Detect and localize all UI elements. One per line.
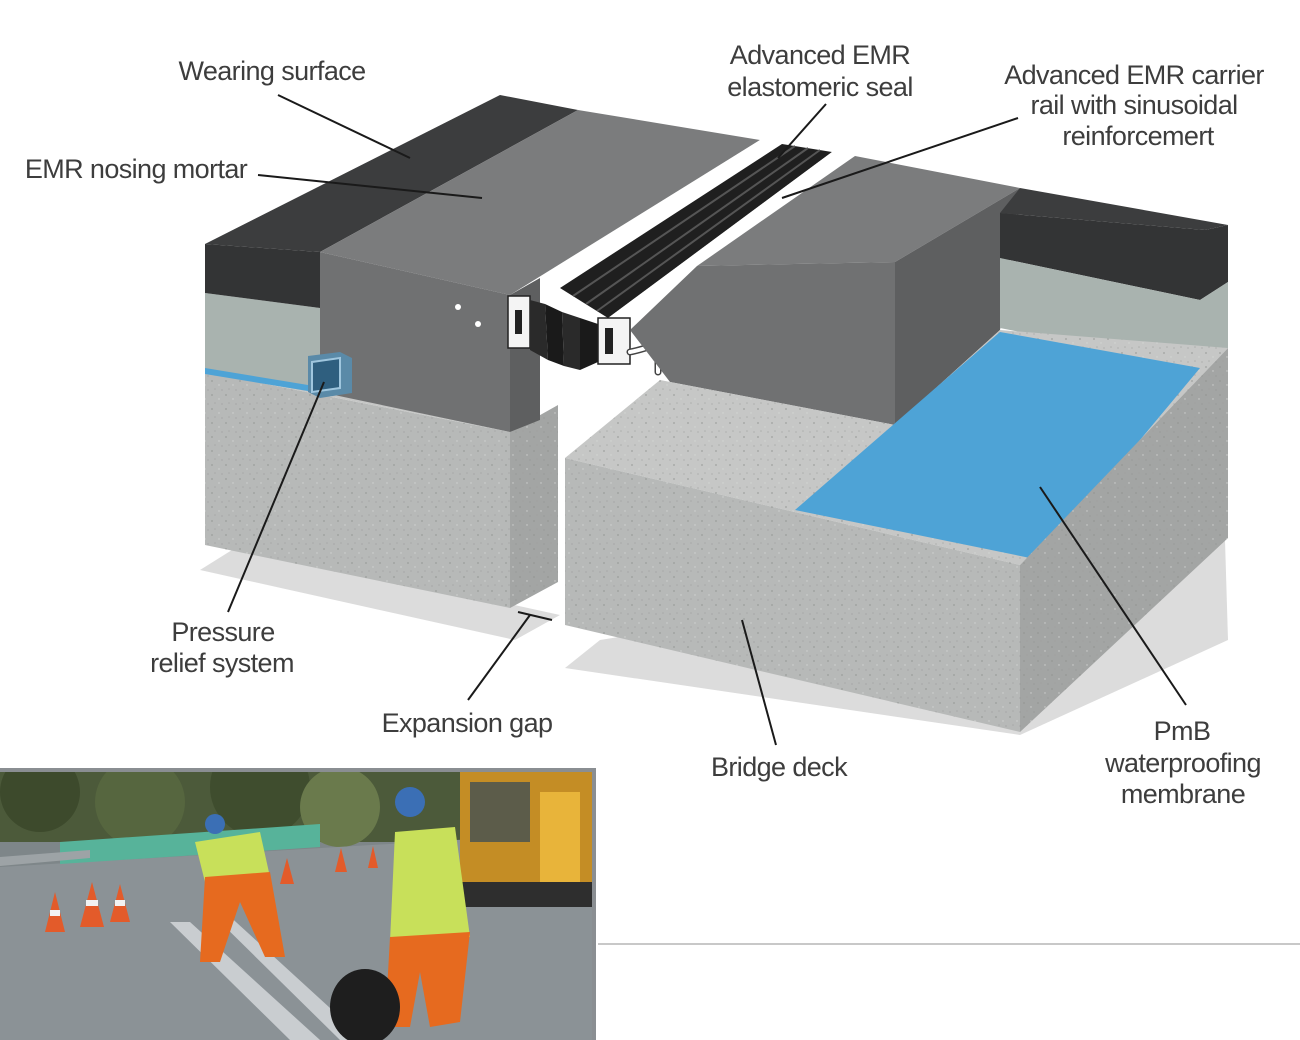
left-wearing-top: [205, 95, 578, 252]
expansion-gap-marker: [517, 611, 553, 621]
left-block-shadow: [200, 545, 560, 640]
label-rail-line2: rail with sinusoidal: [1030, 90, 1237, 120]
installation-photo: [0, 768, 596, 1040]
right-wearing-top: [1000, 188, 1228, 230]
label-pressure-line1: Pressure: [171, 617, 274, 647]
label-expansion-gap: Expansion gap: [382, 708, 553, 738]
leader-carrier-rail: [781, 117, 1019, 199]
leader-seal: [777, 103, 827, 159]
label-seal-line1: Advanced EMR: [730, 40, 910, 70]
label-pmb-line3: membrane: [1121, 779, 1245, 809]
leader-nosing-mortar: [257, 174, 483, 199]
left-carrier-rail-top: [540, 140, 782, 288]
label-seal-line2: elastomeric seal: [727, 72, 912, 102]
right-mortar-top: [697, 156, 1020, 266]
label-nosing-mortar: EMR nosing mortar: [25, 154, 248, 184]
leader-pressure-relief: [227, 381, 325, 613]
leader-wearing-surface: [277, 94, 411, 159]
right-carrier-rail-face: [597, 317, 631, 365]
worker-right: [330, 787, 470, 1040]
divider-rule: [598, 943, 1300, 945]
label-bridge-deck: Bridge deck: [711, 752, 848, 782]
label-rail-line3: reinforcemert: [1062, 121, 1214, 151]
leader-pmb: [1039, 486, 1187, 706]
pmb-membrane: [795, 332, 1200, 560]
left-membrane-edge: [205, 368, 320, 393]
right-carrier-rail-top: [608, 152, 855, 330]
left-mortar-top: [320, 110, 760, 295]
leader-bridge-deck: [741, 619, 777, 746]
label-pmb-line1: PmB: [1154, 716, 1211, 746]
right-wearing-front: [1000, 213, 1228, 300]
label-wearing-surface: Wearing surface: [178, 56, 365, 86]
installation-photo-illustration: [0, 772, 592, 1040]
right-base-course: [1000, 258, 1228, 368]
label-pmb-line2: waterproofing: [1104, 748, 1261, 778]
left-mortar-front: [320, 252, 510, 432]
elastomeric-seal-front: [530, 300, 598, 370]
left-wearing-front: [205, 244, 320, 308]
leader-expansion-gap: [467, 614, 531, 701]
pressure-relief-box: [308, 352, 352, 398]
right-mortar-side: [895, 188, 1020, 425]
label-pressure-line2: relief system: [150, 648, 294, 678]
label-rail-line1: Advanced EMR carrier: [1004, 60, 1264, 90]
left-base-course: [205, 293, 320, 392]
right-mortar-front: [630, 262, 895, 425]
worker-left: [195, 814, 285, 962]
